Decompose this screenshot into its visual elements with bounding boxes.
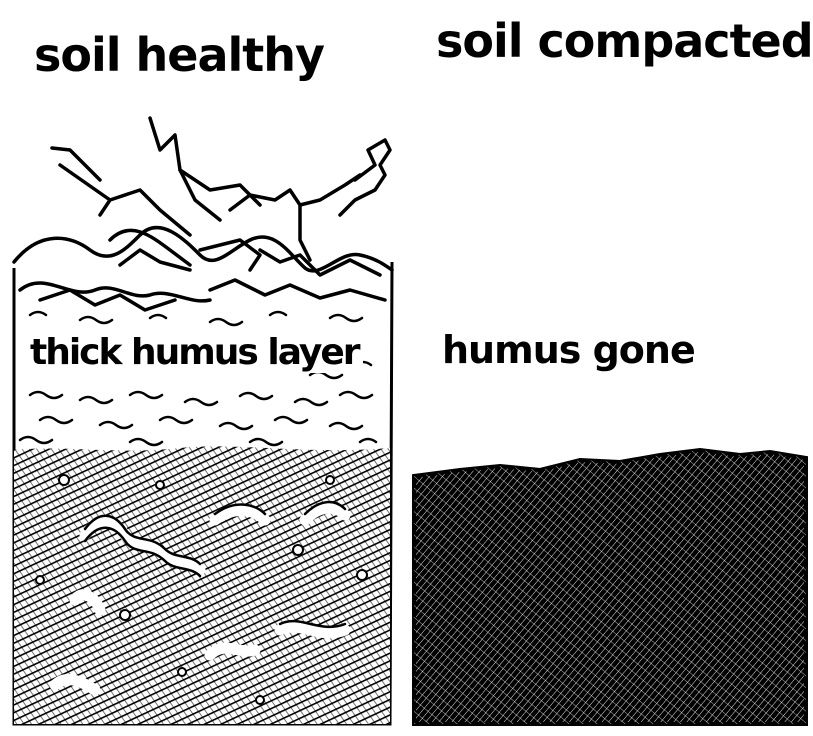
healthy-subsoil: [14, 446, 390, 724]
healthy-soil-title: soil healthy: [34, 28, 324, 82]
healthy-soil-panel: [14, 118, 392, 724]
compacted-soil-title: soil compacted: [436, 14, 813, 68]
humus-layer-label: thick humus layer: [26, 332, 363, 373]
humus-gone-label: humus gone: [442, 328, 695, 372]
surface-debris: [14, 118, 392, 310]
compacted-soil-panel: [414, 450, 806, 724]
